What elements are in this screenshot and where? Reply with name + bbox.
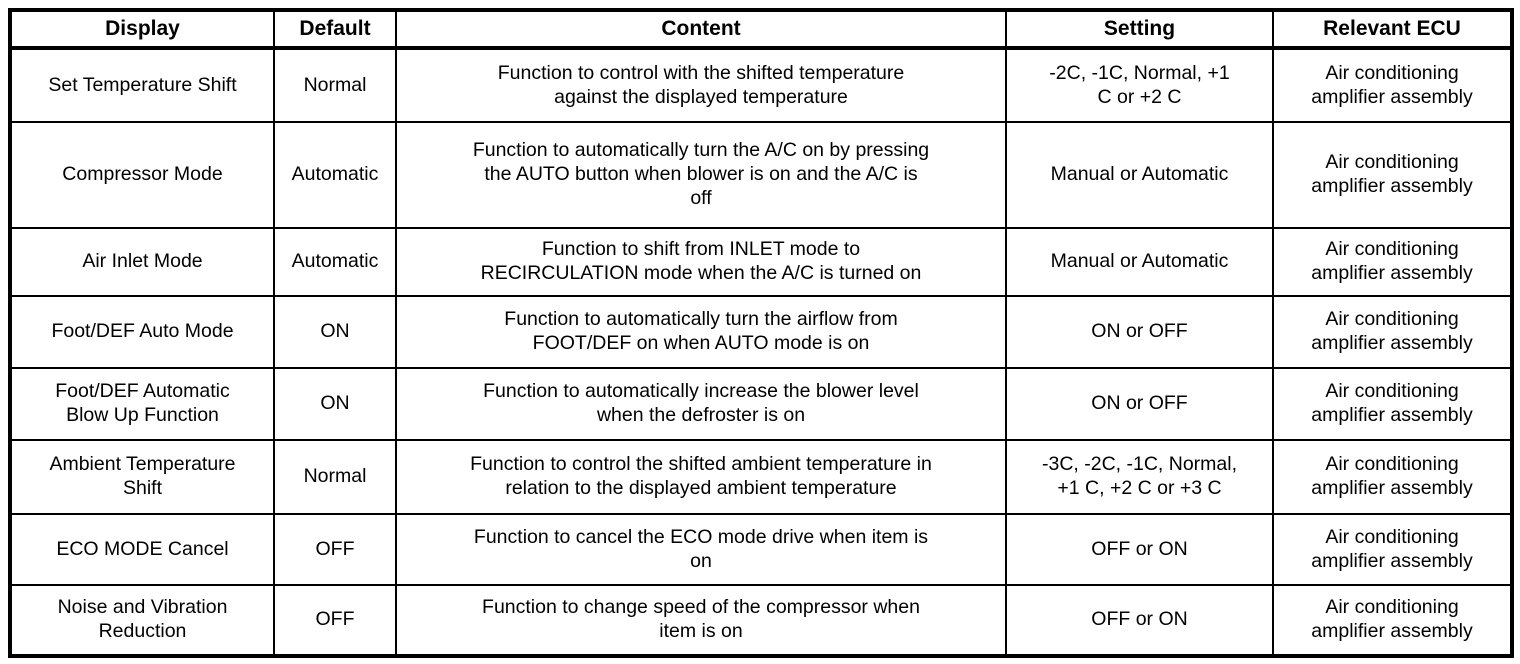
cell-relevant-ecu: Air conditioning amplifier assembly <box>1272 47 1513 123</box>
cell-relevant-ecu: Air conditioning amplifier assembly <box>1272 584 1513 657</box>
cell-display: Compressor Mode <box>9 121 275 229</box>
cell-relevant-ecu: Air conditioning amplifier assembly <box>1272 439 1513 515</box>
column-header-relevant-ecu: Relevant ECU <box>1272 9 1513 50</box>
cell-default: Automatic <box>273 227 397 297</box>
cell-content: Function to control the shifted ambient … <box>395 439 1007 515</box>
cell-relevant-ecu: Air conditioning amplifier assembly <box>1272 227 1513 297</box>
cell-setting: Manual or Automatic <box>1005 121 1274 229</box>
cell-default: Automatic <box>273 121 397 229</box>
cell-setting: OFF or ON <box>1005 513 1274 586</box>
column-header-display: Display <box>9 9 275 50</box>
table-header-row: Display Default Content Setting Relevant… <box>9 9 1513 50</box>
cell-default: ON <box>273 295 397 369</box>
cell-relevant-ecu: Air conditioning amplifier assembly <box>1272 121 1513 229</box>
table-row: Ambient Temperature Shift Normal Functio… <box>9 439 1513 515</box>
column-header-setting: Setting <box>1005 9 1274 50</box>
table-row: Air Inlet Mode Automatic Function to shi… <box>9 227 1513 297</box>
cell-setting: ON or OFF <box>1005 367 1274 441</box>
cell-setting: -2C, -1C, Normal, +1 C or +2 C <box>1005 47 1274 123</box>
cell-default: OFF <box>273 584 397 657</box>
cell-display: ECO MODE Cancel <box>9 513 275 586</box>
cell-default: OFF <box>273 513 397 586</box>
cell-relevant-ecu: Air conditioning amplifier assembly <box>1272 295 1513 369</box>
cell-setting: -3C, -2C, -1C, Normal, +1 C, +2 C or +3 … <box>1005 439 1274 515</box>
cell-content: Function to automatically increase the b… <box>395 367 1007 441</box>
cell-content: Function to automatically turn the airfl… <box>395 295 1007 369</box>
cell-content: Function to cancel the ECO mode drive wh… <box>395 513 1007 586</box>
table-row: ECO MODE Cancel OFF Function to cancel t… <box>9 513 1513 586</box>
table-row: Set Temperature Shift Normal Function to… <box>9 47 1513 123</box>
cell-display: Air Inlet Mode <box>9 227 275 297</box>
table-row: Foot/DEF Automatic Blow Up Function ON F… <box>9 367 1513 441</box>
column-header-default: Default <box>273 9 397 50</box>
cell-content: Function to control with the shifted tem… <box>395 47 1007 123</box>
cell-setting: ON or OFF <box>1005 295 1274 369</box>
cell-default: Normal <box>273 439 397 515</box>
cell-display: Foot/DEF Auto Mode <box>9 295 275 369</box>
cell-setting: OFF or ON <box>1005 584 1274 657</box>
cell-display: Set Temperature Shift <box>9 47 275 123</box>
column-header-content: Content <box>395 9 1007 50</box>
cell-relevant-ecu: Air conditioning amplifier assembly <box>1272 367 1513 441</box>
table-row: Foot/DEF Auto Mode ON Function to automa… <box>9 295 1513 369</box>
cell-setting: Manual or Automatic <box>1005 227 1274 297</box>
cell-content: Function to change speed of the compress… <box>395 584 1007 657</box>
ac-customize-settings-table: Display Default Content Setting Relevant… <box>8 8 1514 658</box>
cell-display: Foot/DEF Automatic Blow Up Function <box>9 367 275 441</box>
cell-default: Normal <box>273 47 397 123</box>
cell-content: Function to automatically turn the A/C o… <box>395 121 1007 229</box>
cell-content: Function to shift from INLET mode to REC… <box>395 227 1007 297</box>
table-row: Noise and Vibration Reduction OFF Functi… <box>9 584 1513 657</box>
cell-display: Ambient Temperature Shift <box>9 439 275 515</box>
cell-relevant-ecu: Air conditioning amplifier assembly <box>1272 513 1513 586</box>
table-row: Compressor Mode Automatic Function to au… <box>9 121 1513 229</box>
cell-default: ON <box>273 367 397 441</box>
cell-display: Noise and Vibration Reduction <box>9 584 275 657</box>
